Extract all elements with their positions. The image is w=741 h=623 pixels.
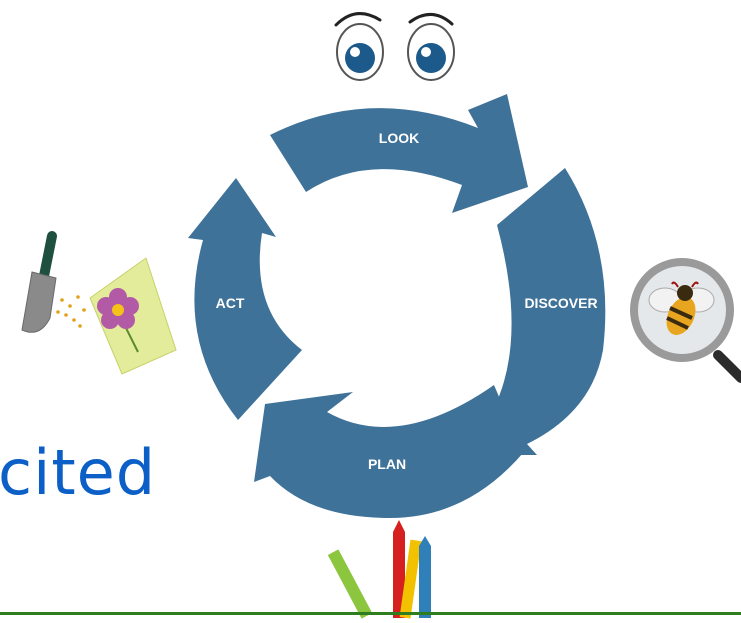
trowel-flower-icon (21, 231, 177, 375)
discover-arrow (476, 168, 606, 455)
eyes-icon (334, 12, 455, 81)
act-arrow (188, 178, 302, 420)
bottom-divider (0, 612, 741, 615)
partial-heading-text: cited (0, 436, 157, 509)
label-look: LOOK (379, 130, 419, 146)
label-discover: DISCOVER (524, 295, 597, 311)
look-arrow (270, 94, 528, 213)
label-plan: PLAN (368, 456, 406, 472)
label-act: ACT (216, 295, 245, 311)
magnifying-glass-bee-icon (630, 258, 741, 383)
plan-arrow (254, 385, 523, 518)
crayons-icon (327, 520, 431, 619)
